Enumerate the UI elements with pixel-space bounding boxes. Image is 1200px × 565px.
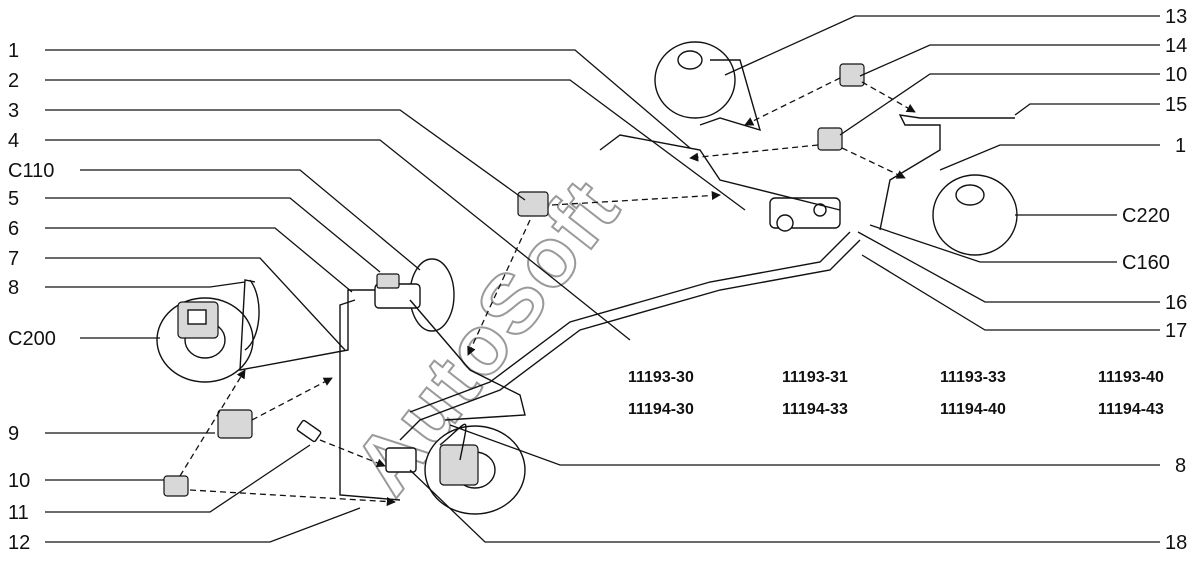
label-14: 14 bbox=[1165, 35, 1187, 57]
label-12: 12 bbox=[8, 532, 30, 554]
clamp-10-front bbox=[163, 475, 189, 497]
label-10: 10 bbox=[8, 470, 30, 492]
assembly-arrow-14 bbox=[861, 81, 916, 113]
label-1-right: 1 bbox=[1175, 135, 1186, 157]
bolt-11 bbox=[296, 419, 322, 443]
label-10-right: 10 bbox=[1165, 64, 1187, 86]
clamp-3 bbox=[517, 191, 549, 217]
brake-pipe-main bbox=[399, 239, 861, 441]
label-5: 5 bbox=[8, 188, 19, 210]
right-callouts: 13 14 10 15 1 C220 C160 16 17 8 18 bbox=[1122, 6, 1187, 554]
label-8: 8 bbox=[8, 277, 19, 299]
label-9: 9 bbox=[8, 423, 19, 445]
brake-pipe-to-front-right bbox=[409, 299, 526, 421]
front-right-hose bbox=[439, 423, 467, 461]
master-cylinder-and-booster bbox=[374, 258, 455, 332]
label-2: 2 bbox=[8, 70, 19, 92]
clamp-10-rear bbox=[817, 127, 843, 151]
label-6: 6 bbox=[8, 218, 19, 240]
brake-pipe-front-left-2 bbox=[339, 299, 401, 501]
brake-pipe-rear bbox=[599, 134, 841, 211]
brake-pipe-main-2 bbox=[409, 231, 851, 413]
assembly-arrow-10-front-right bbox=[189, 489, 396, 507]
model-code-r2-c3: 11194-40 bbox=[940, 401, 1006, 418]
label-11: 11 bbox=[8, 502, 29, 524]
left-callouts: 1 2 3 4 C110 5 6 7 8 C200 9 10 11 12 bbox=[8, 40, 56, 554]
brake-pipe-front-left bbox=[239, 279, 375, 371]
label-8-right: 8 bbox=[1175, 455, 1186, 477]
clamp-14 bbox=[839, 63, 865, 87]
front-left-brake-disc bbox=[156, 297, 254, 383]
label-15: 15 bbox=[1165, 94, 1187, 116]
label-13: 13 bbox=[1165, 6, 1187, 28]
rear-right-brake-drum bbox=[932, 174, 1018, 256]
front-left-hose bbox=[244, 279, 260, 351]
assembly-arrow-3 bbox=[551, 190, 721, 206]
model-code-r1-c3: 11193-33 bbox=[940, 369, 1006, 386]
label-3: 3 bbox=[8, 100, 19, 122]
label-18: 18 bbox=[1165, 532, 1187, 554]
clamp-9 bbox=[217, 409, 253, 439]
label-1: 1 bbox=[8, 40, 19, 62]
assembly-arrow-10-front bbox=[179, 369, 246, 477]
tee-18 bbox=[385, 447, 417, 473]
label-c200: C200 bbox=[8, 328, 56, 350]
model-code-r1-c1: 11193-30 bbox=[628, 369, 694, 386]
leader-lines bbox=[45, 15, 1160, 543]
label-7: 7 bbox=[8, 248, 19, 270]
assembly-arrow-3-down bbox=[467, 219, 531, 356]
model-code-r2-c2: 11194-33 bbox=[782, 401, 848, 418]
rear-left-brake-drum bbox=[654, 41, 736, 119]
assembly-arrow-10-rear bbox=[689, 144, 819, 162]
pressure-regulator bbox=[769, 197, 841, 232]
assembly-arrow-9 bbox=[251, 377, 333, 421]
front-right-brake-disc bbox=[424, 425, 526, 515]
label-17: 17 bbox=[1165, 320, 1187, 342]
label-16: 16 bbox=[1165, 292, 1187, 314]
model-code-r1-c4: 11193-40 bbox=[1098, 369, 1164, 386]
assembly-arrow-14-left bbox=[744, 77, 841, 126]
model-code-r2-c1: 11194-30 bbox=[628, 401, 694, 418]
assembly-arrow-11 bbox=[319, 439, 386, 468]
label-c110: C110 bbox=[8, 160, 54, 182]
model-code-r1-c2: 11193-31 bbox=[782, 369, 848, 386]
brake-pipe-rear-left-hose bbox=[699, 59, 762, 132]
label-c160: C160 bbox=[1122, 252, 1170, 274]
model-codes: 11193-30 11193-31 11193-33 11193-40 1119… bbox=[628, 369, 1164, 418]
label-c220: C220 bbox=[1122, 205, 1170, 227]
label-4: 4 bbox=[8, 130, 19, 152]
model-code-r2-c4: 11194-43 bbox=[1098, 401, 1164, 418]
assembly-arrow-10-rear-right bbox=[841, 147, 906, 179]
